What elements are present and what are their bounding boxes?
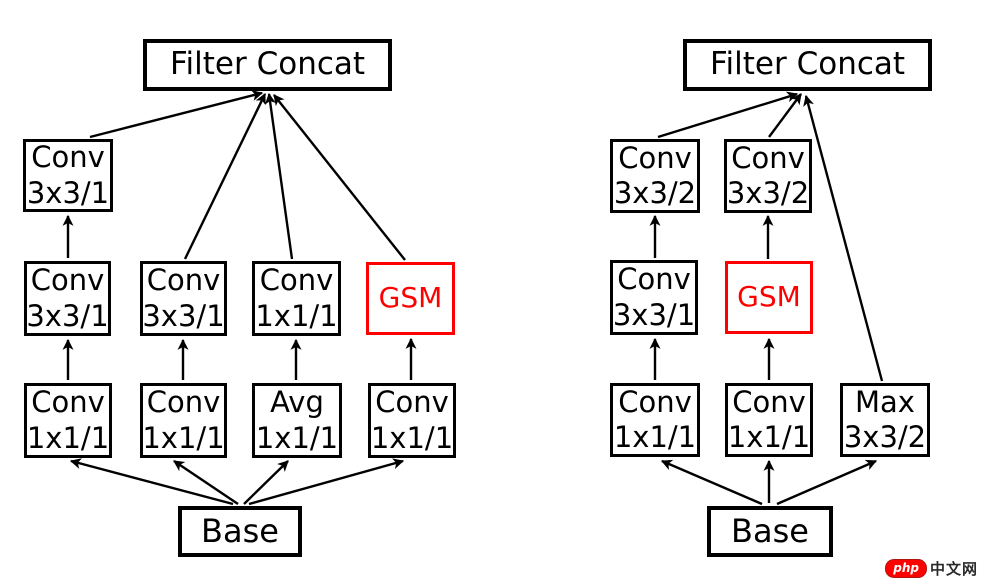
right-branch1-conv-3x3-1-box: Conv 3x3/1 [610, 260, 698, 335]
watermark-text: 中文网 [929, 560, 978, 578]
left-branch3-avg-pool-box: Avg 1x1/1 [252, 383, 342, 458]
right-branch3-max-pool-box: Max 3x3/2 [840, 383, 930, 457]
right-gsm-box: GSM [725, 261, 813, 334]
left-branch2-conv-1x1-1-box: Conv 1x1/1 [140, 383, 227, 458]
left-branch3-conv-1x1-1-box: Conv 1x1/1 [252, 261, 341, 336]
left-branch1-conv-3x3-1-top-box: Conv 3x3/1 [23, 139, 113, 212]
right-filter-concat-label: Filter Concat [709, 46, 906, 83]
right-branch1-conv-1x1-1-box: Conv 1x1/1 [610, 383, 700, 457]
left-branch1-conv-1x1-1-box: Conv 1x1/1 [24, 383, 112, 458]
watermark: php 中文网 [885, 558, 978, 579]
right-branch1-conv-3x3-2-box: Conv 3x3/2 [610, 139, 700, 213]
php-logo-badge: php [885, 559, 927, 578]
left-branch4-conv-1x1-1-box: Conv 1x1/1 [368, 383, 456, 458]
left-gsm-box: GSM [366, 262, 455, 335]
left-base-label: Base [201, 511, 279, 550]
right-base-box: Base [707, 506, 833, 557]
left-gsm-label: GSM [378, 281, 443, 315]
left-filter-concat-label: Filter Concat [169, 46, 366, 83]
left-filter-concat-box: Filter Concat [143, 39, 392, 91]
right-branch2-conv-3x3-2-box: Conv 3x3/2 [724, 139, 812, 213]
right-gsm-label: GSM [737, 280, 801, 314]
left-branch1-conv-3x3-1-mid-box: Conv 3x3/1 [24, 261, 111, 336]
right-base-label: Base [731, 511, 809, 550]
left-branch2-conv-3x3-1-box: Conv 3x3/1 [140, 261, 227, 336]
right-filter-concat-box: Filter Concat [683, 39, 932, 91]
right-branch2-conv-1x1-1-box: Conv 1x1/1 [725, 383, 813, 457]
left-base-box: Base [178, 506, 302, 557]
